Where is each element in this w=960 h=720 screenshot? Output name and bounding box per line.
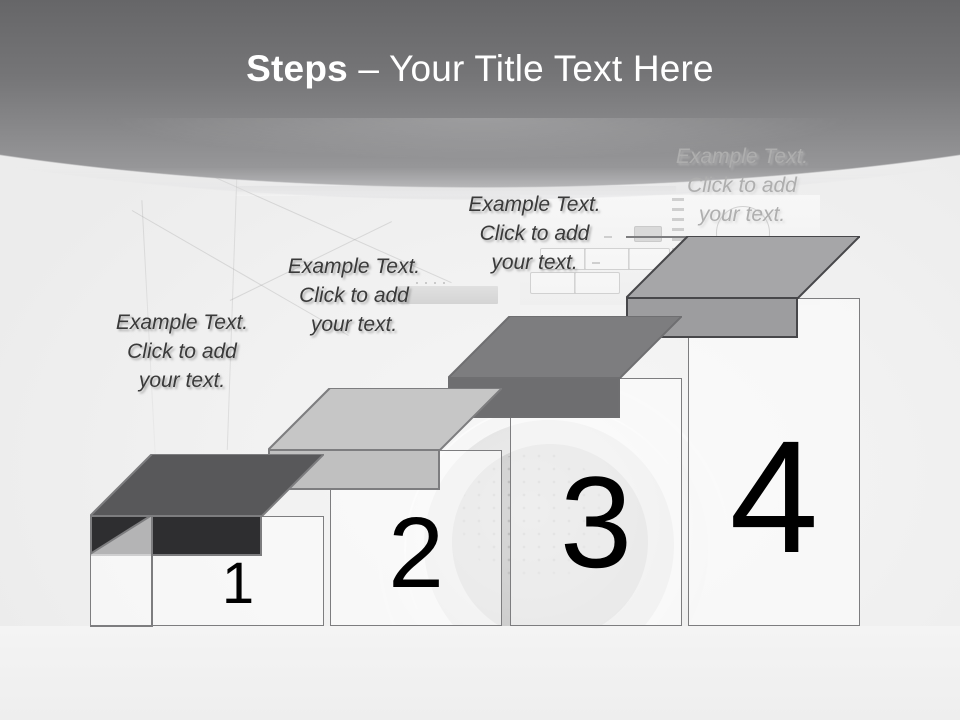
step-1-slab-topface [90, 454, 324, 517]
panel-button [574, 272, 620, 294]
panel-tick [604, 236, 612, 238]
washer-detergent-drawer [398, 286, 498, 304]
page-title: Steps – Your Title Text Here [0, 48, 960, 90]
caption-step-1[interactable]: Example Text. Click to add your text. [115, 311, 249, 392]
panel-indicator [634, 226, 662, 242]
step-2-slab-topface [268, 388, 502, 451]
washer-drawer-dots [414, 281, 450, 285]
caption-step-2[interactable]: Example Text. Click to add your text. [287, 255, 421, 336]
step-4-pedestal: 4 [688, 298, 860, 626]
panel-tick [592, 262, 600, 264]
step-1-slab [90, 454, 324, 556]
step-2-number: 2 [388, 497, 444, 609]
panel-tick [550, 262, 558, 264]
step-block-1[interactable]: 1 [90, 454, 324, 627]
panel-button [584, 248, 630, 270]
step-block-4[interactable]: 4 [626, 236, 860, 626]
step-3-number: 3 [559, 449, 633, 595]
step-3-slab-topface [448, 316, 682, 379]
panel-scale-mark [672, 228, 684, 231]
title-rest-part: – Your Title Text Here [347, 48, 714, 89]
step-4-slab-topface [626, 236, 860, 299]
caption-step-3[interactable]: Example Text. Click to add your text. [468, 193, 601, 274]
caption-step-4[interactable]: Example Text. Click to add your text. [675, 145, 809, 226]
step-4-number: 4 [729, 407, 819, 586]
step-block-2[interactable]: 2 [268, 388, 502, 626]
panel-scale-mark [672, 238, 684, 241]
step-1-number: 1 [221, 551, 255, 616]
header-sheen [0, 118, 960, 238]
step-4-slab [626, 236, 860, 338]
panel-button [530, 272, 576, 294]
header-band-edge [0, 0, 960, 214]
floor-surface [0, 626, 960, 720]
step-1-pedestal-side [90, 515, 153, 627]
panel-scale-mark [672, 218, 684, 221]
panel-tick [562, 236, 570, 238]
step-block-3[interactable]: 3 [448, 316, 682, 626]
panel-button [540, 248, 586, 270]
title-bold-part: Steps [246, 48, 348, 89]
